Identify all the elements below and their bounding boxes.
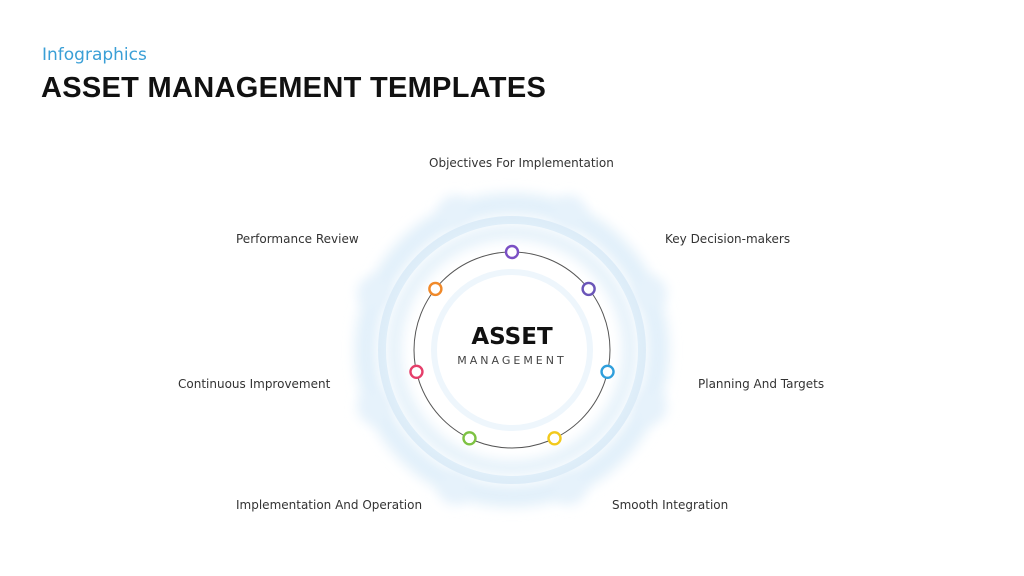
- stage-node-continuous-improvement: [409, 364, 424, 380]
- slide-title: ASSET MANAGEMENT TEMPLATES: [41, 72, 547, 104]
- stage-node-objectives: [504, 244, 520, 260]
- slide-subtitle: Infographics: [42, 45, 147, 65]
- gear-bump: [553, 195, 586, 228]
- stage-node-implementation: [462, 431, 477, 446]
- stage-label-planning: Planning And Targets: [698, 377, 825, 391]
- center-subtitle: MANAGEMENT: [457, 354, 567, 367]
- stage-label-objectives: Objectives For Implementation: [429, 156, 614, 170]
- gear-bump: [357, 276, 390, 309]
- stage-node-performance-review: [428, 281, 443, 297]
- gear-bump: [634, 276, 667, 309]
- stage-node-smooth-integration: [547, 431, 562, 446]
- stage-label-performance-review: Performance Review: [236, 232, 359, 246]
- stage-node-planning: [600, 364, 615, 380]
- gear-bump: [438, 195, 471, 228]
- gear-bump: [553, 472, 586, 505]
- gear-bump: [438, 472, 471, 505]
- stage-label-smooth-integration: Smooth Integration: [612, 498, 729, 512]
- stage-label-continuous-improvement: Continuous Improvement: [178, 377, 331, 391]
- stage-node-key-decision-makers: [581, 281, 596, 297]
- gear-bump: [357, 391, 390, 424]
- gear-bump: [634, 391, 667, 424]
- stage-label-key-decision-makers: Key Decision-makers: [665, 232, 791, 246]
- center-title: ASSET: [471, 324, 553, 350]
- stage-label-implementation: Implementation And Operation: [236, 498, 423, 512]
- center-disc: [431, 269, 593, 431]
